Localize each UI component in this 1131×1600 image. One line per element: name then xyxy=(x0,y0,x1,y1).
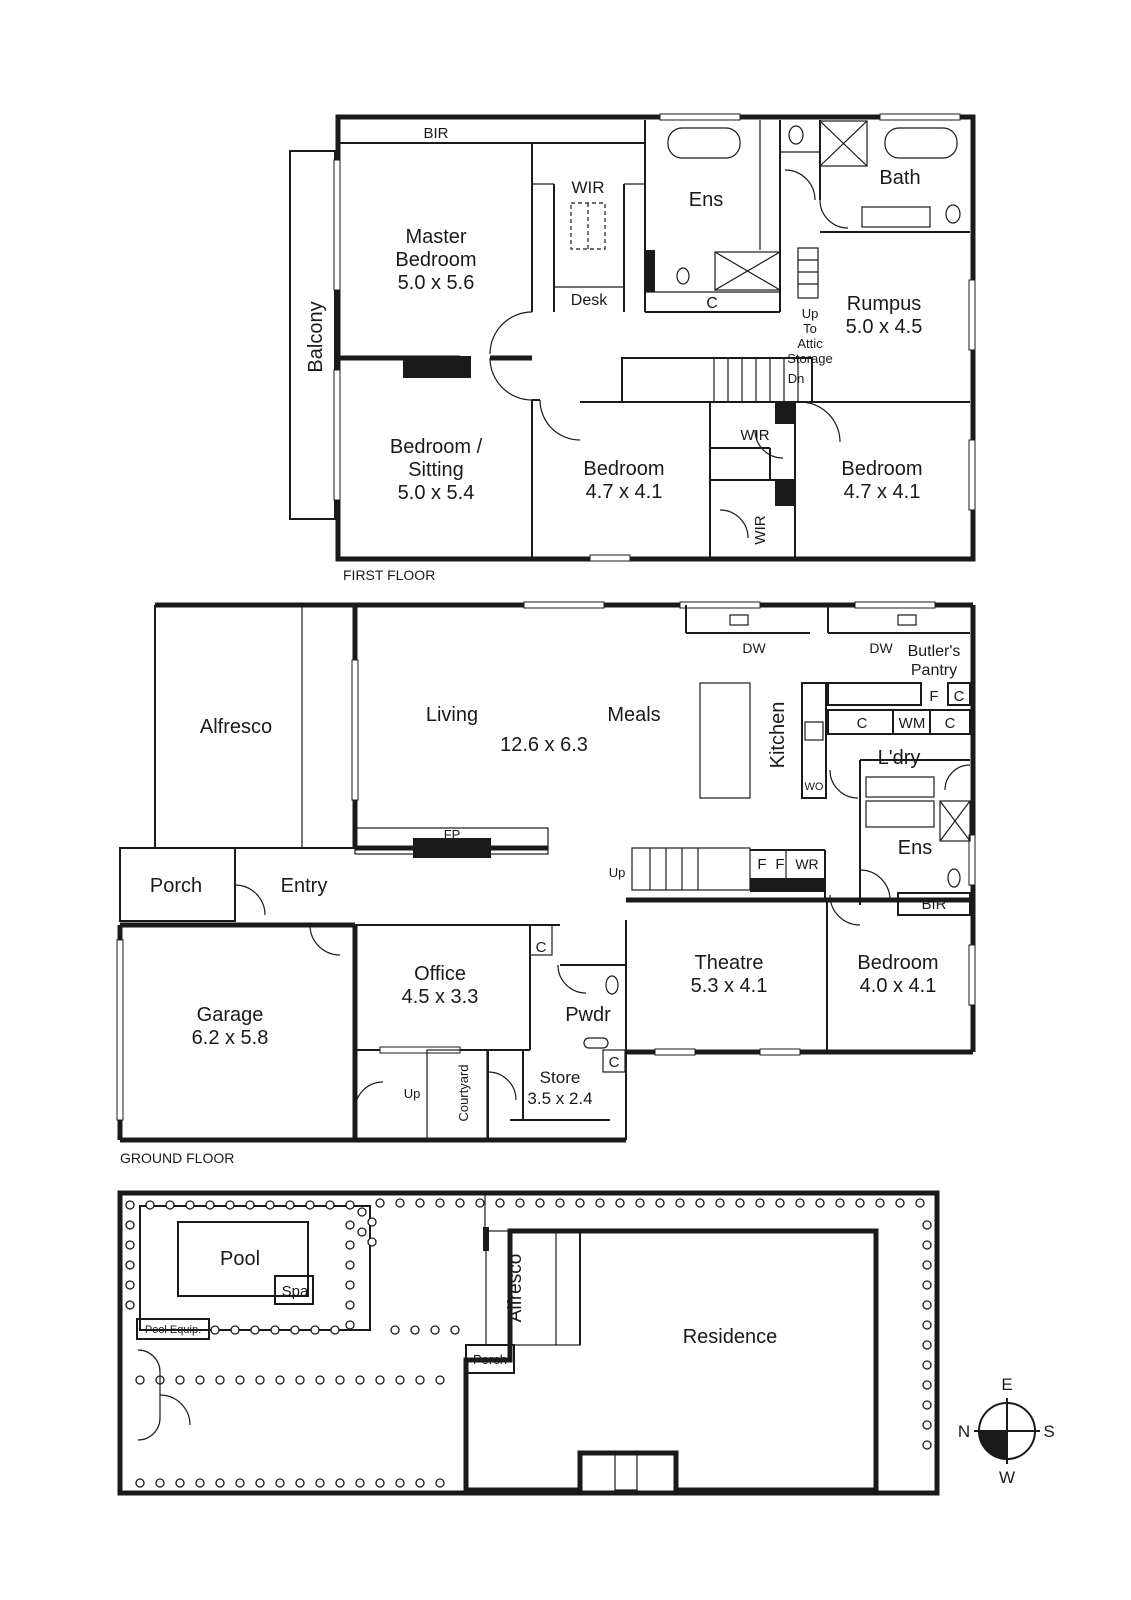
ground-floor-caption: GROUND FLOOR xyxy=(120,1150,234,1166)
label-c1: C xyxy=(954,688,965,705)
label-bed3: Bedroom xyxy=(841,458,922,480)
label-fp: FP xyxy=(444,827,461,842)
label-bir: BIR xyxy=(921,896,946,913)
label-bed-sit-size: 5.0 x 5.4 xyxy=(398,482,475,504)
first-floor-caption: FIRST FLOOR xyxy=(343,567,435,583)
label-courtyard: Courtyard xyxy=(456,1064,471,1121)
label-attic-3: Attic xyxy=(797,336,823,351)
compass-w: W xyxy=(999,1468,1015,1487)
label-pool: Pool xyxy=(220,1248,260,1270)
label-garage-size: 6.2 x 5.8 xyxy=(192,1027,269,1049)
label-bedroom-size: 4.0 x 4.1 xyxy=(860,975,937,997)
label-entry: Entry xyxy=(281,875,328,897)
label-bedroom: Bedroom xyxy=(857,952,938,974)
label-bed3-size: 4.7 x 4.1 xyxy=(844,481,921,503)
label-ldry: L'dry xyxy=(878,747,921,769)
label-master-2: Bedroom xyxy=(395,249,476,271)
label-porch: Porch xyxy=(150,875,202,897)
label-bath: Bath xyxy=(879,167,920,189)
site-plan xyxy=(117,1190,1040,1496)
label-master-1: Master xyxy=(405,226,466,248)
label-f3: F xyxy=(775,856,784,873)
label-theatre: Theatre xyxy=(695,952,764,974)
label-c4: C xyxy=(536,939,547,956)
label-wir: WIR xyxy=(571,178,604,197)
label-residence: Residence xyxy=(683,1326,778,1348)
first-floor-plan xyxy=(289,113,976,562)
label-bed-sit-1: Bedroom / xyxy=(390,436,483,458)
label-balcony: Balcony xyxy=(305,301,327,372)
label-pwdr: Pwdr xyxy=(565,1004,611,1026)
label-wir2: WIR xyxy=(740,427,769,444)
label-c: C xyxy=(706,295,718,312)
label-alfresco: Alfresco xyxy=(200,716,272,738)
label-meals: Meals xyxy=(607,704,660,726)
label-master-size: 5.0 x 5.6 xyxy=(398,272,475,294)
label-up2: Up xyxy=(404,1086,421,1101)
label-attic-2: To xyxy=(803,321,817,336)
label-ens: Ens xyxy=(898,837,932,859)
label-alfresco-site: Alfresco xyxy=(505,1254,526,1323)
compass-n: N xyxy=(958,1422,970,1441)
label-dn: Dn xyxy=(788,371,805,386)
label-wo: WO xyxy=(805,781,824,793)
label-porch-site: Porch xyxy=(473,1352,507,1367)
label-store-size: 3.5 x 2.4 xyxy=(527,1089,592,1108)
label-attic-1: Up xyxy=(802,306,819,321)
label-office-size: 4.5 x 3.3 xyxy=(402,986,479,1008)
label-attic-4: Storage xyxy=(787,351,833,366)
label-wr: WR xyxy=(795,856,818,872)
label-up: Up xyxy=(609,865,626,880)
compass-s: S xyxy=(1043,1422,1054,1441)
label-bir: BIR xyxy=(423,125,448,142)
label-dw2: DW xyxy=(869,640,893,656)
label-kitchen: Kitchen xyxy=(767,702,789,769)
label-office: Office xyxy=(414,963,466,985)
label-garage: Garage xyxy=(197,1004,264,1026)
label-store: Store xyxy=(540,1068,581,1087)
label-pool-equip: Pool Equip. xyxy=(145,1324,201,1336)
label-dw1: DW xyxy=(742,640,766,656)
label-bed2-size: 4.7 x 4.1 xyxy=(586,481,663,503)
label-wir3: WIR xyxy=(752,515,769,544)
label-living-size: 12.6 x 6.3 xyxy=(500,734,588,756)
compass-e: E xyxy=(1001,1375,1012,1394)
label-c5: C xyxy=(609,1054,620,1071)
label-c2: C xyxy=(857,715,868,732)
label-f2: F xyxy=(757,856,766,873)
label-bed-sit-2: Sitting xyxy=(408,459,464,481)
label-wm: WM xyxy=(899,715,926,732)
ground-floor-plan xyxy=(116,601,976,1143)
label-butlers-1: Butler's xyxy=(908,643,961,660)
label-c3: C xyxy=(945,715,956,732)
label-rumpus-size: 5.0 x 4.5 xyxy=(846,316,923,338)
label-bed2: Bedroom xyxy=(583,458,664,480)
label-spa: Spa xyxy=(282,1283,309,1300)
label-ens: Ens xyxy=(689,189,723,211)
label-theatre-size: 5.3 x 4.1 xyxy=(691,975,768,997)
label-rumpus: Rumpus xyxy=(847,293,921,315)
label-living: Living xyxy=(426,704,478,726)
label-f1: F xyxy=(929,688,938,705)
label-butlers-2: Pantry xyxy=(911,662,957,679)
label-desk: Desk xyxy=(571,292,608,309)
hedge-row xyxy=(125,1198,932,1488)
compass-icon xyxy=(974,1398,1040,1464)
